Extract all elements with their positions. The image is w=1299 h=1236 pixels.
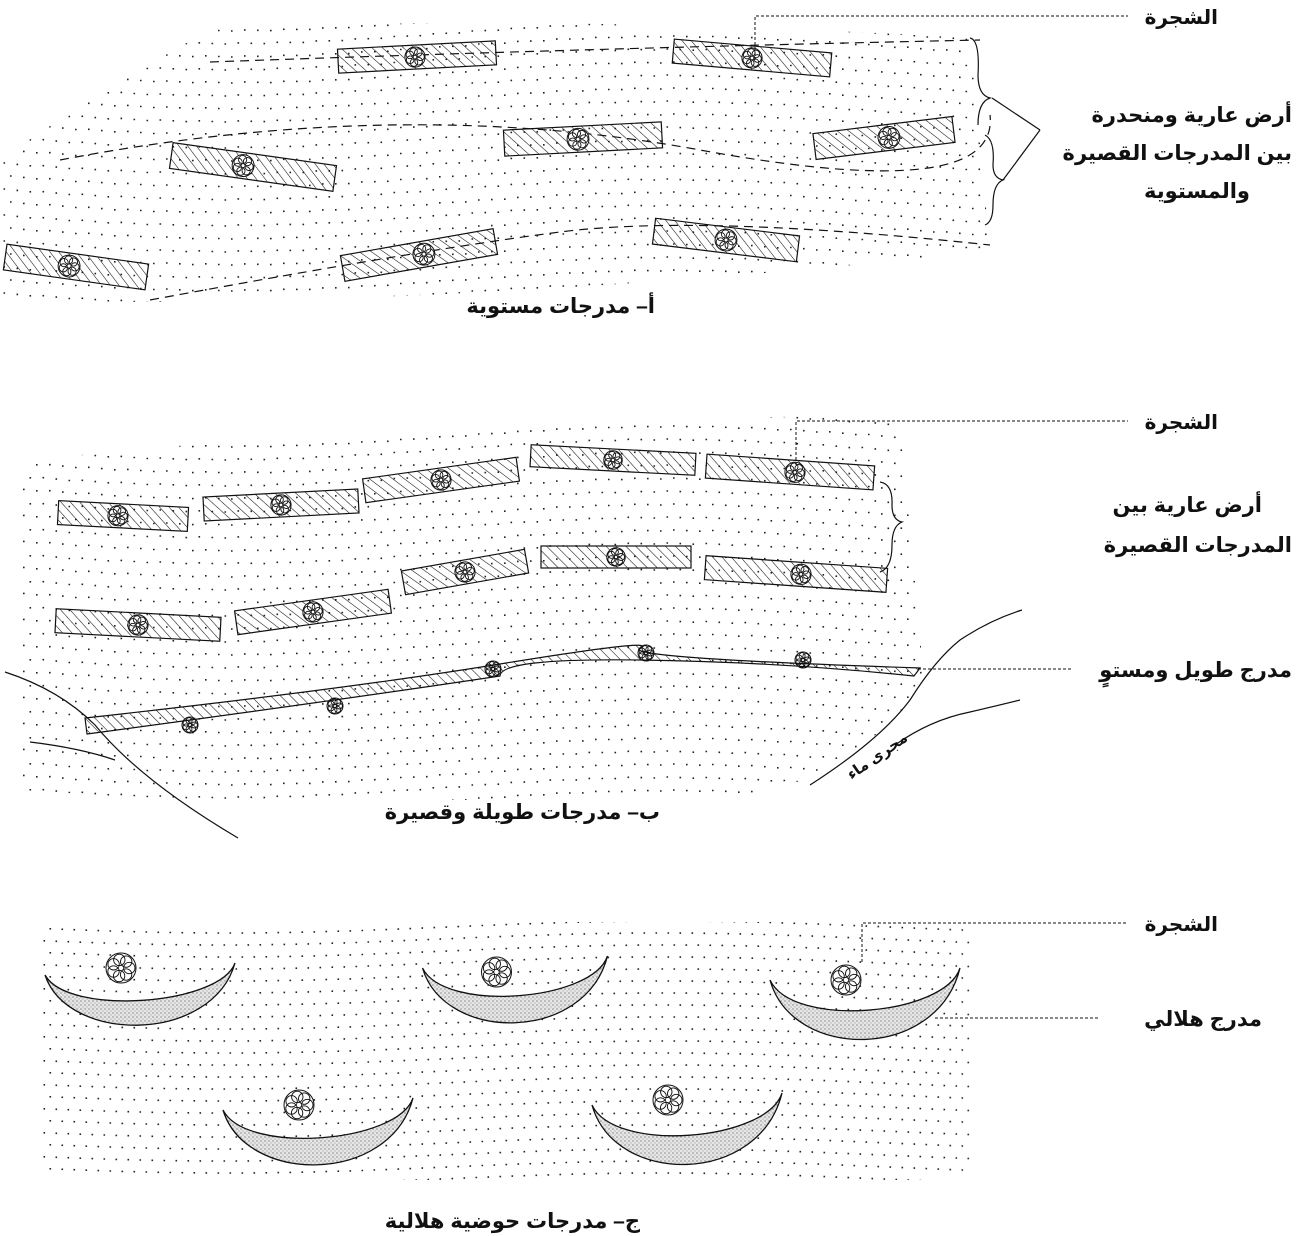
tree-icon — [784, 461, 806, 483]
terrace — [361, 456, 521, 504]
contour-dash — [149, 224, 991, 301]
tree-icon — [127, 614, 149, 636]
slope-line — [4, 671, 239, 839]
terrace — [54, 608, 222, 642]
tree-icon — [714, 228, 738, 252]
crescent-terrace — [769, 964, 961, 1041]
crescent-label: مدرج هلالي — [1144, 1008, 1262, 1032]
tree-leader — [861, 922, 1128, 962]
tree-icon — [270, 494, 292, 516]
leader-line — [991, 97, 1041, 131]
caption-a: أ– مدرجات مستوية — [466, 291, 655, 318]
terrace — [336, 40, 498, 74]
caption-b: ب– مدرجات طويلة وقصيرة — [385, 801, 660, 824]
panel-b: مجرى ماء الشجرة أرض عارية بين المدرجات ا… — [4, 412, 1292, 839]
terrace — [540, 545, 692, 569]
panel-c: الشجرة مدرج هلالي ج– مدرجات حوضية هلالية — [43, 914, 1262, 1234]
tree-leader — [754, 15, 1128, 60]
terrace — [529, 444, 697, 476]
tree-icon — [877, 125, 901, 149]
leader-line — [1002, 129, 1041, 181]
tree-icon — [283, 1089, 315, 1121]
long-terrace-label: مدرج طويل ومستوٍ — [1098, 659, 1292, 689]
bare-land-label-line1: أرض عارية بين — [1112, 490, 1262, 517]
crescents-c — [44, 952, 961, 1166]
bracket — [984, 134, 1006, 226]
long-terrace — [84, 644, 922, 735]
tree-label: الشجرة — [1145, 7, 1218, 29]
tree-icon — [105, 952, 137, 984]
terrace — [704, 453, 876, 491]
tree-icon — [326, 697, 344, 715]
tree-icon — [412, 242, 436, 266]
terrace — [671, 38, 833, 78]
crescent-terrace — [421, 955, 609, 1024]
terraces-a — [2, 38, 956, 291]
tree-icon — [741, 47, 763, 69]
bare-land-label-line2: المدرجات القصيرة — [1104, 534, 1292, 557]
tree-icon — [830, 964, 862, 996]
stream-bank — [894, 699, 1021, 746]
caption-c: ج– مدرجات حوضية هلالية — [385, 1210, 641, 1234]
tree-icon — [603, 450, 623, 470]
terrace — [56, 499, 190, 533]
bare-land-label-line2: بين المدرجات القصيرة — [1063, 142, 1292, 165]
crescent-terrace — [591, 1084, 783, 1166]
tree-icon — [652, 1084, 684, 1116]
ground-dots-c — [43, 922, 970, 1180]
bare-land-label-line1: أرض عارية ومنحدرة — [1091, 100, 1292, 127]
slope-line — [29, 741, 116, 761]
bracket — [969, 37, 993, 126]
terrace — [703, 555, 889, 593]
stream-label: مجرى ماء — [844, 729, 911, 783]
tree-icon — [404, 46, 426, 68]
tree-icon — [107, 505, 129, 527]
terrace — [168, 141, 338, 193]
crescent-terrace — [44, 952, 236, 1026]
tree-icon — [302, 601, 324, 623]
stream-bank — [809, 609, 1023, 786]
tree-icon — [606, 547, 626, 567]
tree-icon — [57, 254, 81, 278]
tree-icon — [454, 561, 476, 583]
bracket — [879, 481, 905, 573]
terrace — [339, 228, 499, 282]
contour-dash — [59, 114, 991, 172]
terrace — [651, 217, 801, 263]
terraces-b — [54, 444, 889, 734]
tree-icon — [481, 956, 512, 988]
terrace — [2, 243, 150, 291]
terrace — [233, 588, 393, 636]
contour-dash — [209, 39, 981, 63]
tree-icon — [430, 469, 452, 491]
tree-icon — [566, 127, 590, 151]
tree-label: الشجرة — [1145, 914, 1218, 936]
bare-land-label-line3: والمستوية — [1144, 180, 1250, 203]
terrace — [502, 121, 664, 157]
tree-icon — [790, 563, 812, 585]
panel-a: الشجرة أرض عارية ومنحدرة بين المدرجات ال… — [2, 7, 1292, 318]
crescent-terrace — [222, 1089, 414, 1166]
terrace — [812, 115, 956, 161]
ground-dots-a — [3, 23, 990, 302]
tree-label: الشجرة — [1145, 412, 1218, 434]
terrace — [400, 548, 530, 596]
terrace — [202, 488, 360, 522]
tree-leader — [795, 420, 1128, 465]
tree-icon — [231, 154, 255, 178]
